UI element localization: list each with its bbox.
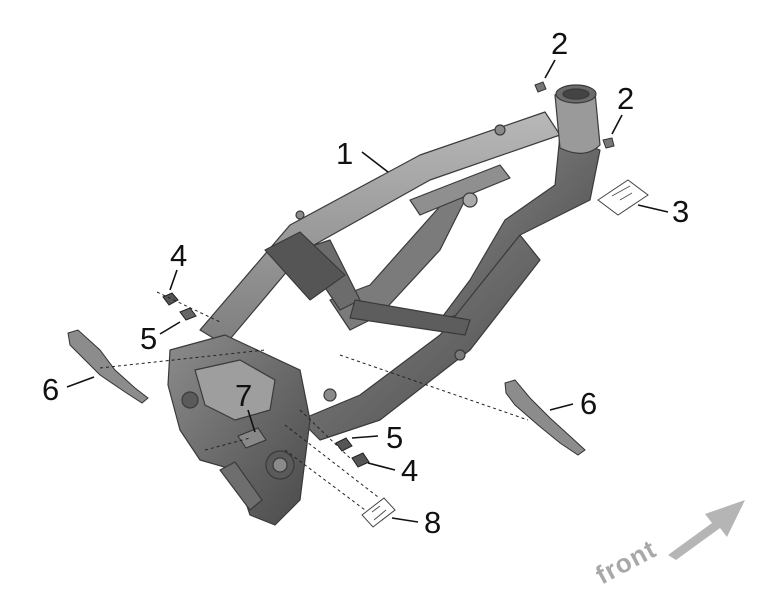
front-arrow [668, 500, 745, 560]
callout-4-lower: 4 [401, 453, 419, 488]
bracket-part-6-right [504, 379, 586, 456]
label-part-8 [361, 497, 396, 528]
bolt-part-2-top [534, 81, 547, 93]
callout-1: 1 [336, 136, 354, 171]
bracket-part-6-left [67, 329, 149, 404]
assembly-lines [99, 291, 529, 511]
callout-3: 3 [672, 194, 690, 229]
callout-6-left: 6 [42, 372, 60, 407]
callout-5-lower: 5 [386, 420, 404, 455]
clip-part-7 [237, 427, 267, 449]
washer-part-5-lower [335, 437, 353, 452]
callout-2-top: 2 [551, 26, 569, 61]
nut-part-4-lower [351, 452, 370, 468]
leader-lines [66, 59, 669, 523]
washer-part-5-upper [179, 307, 197, 321]
nut-part-4-upper [162, 292, 179, 306]
callout-8: 8 [424, 505, 442, 540]
callout-7: 7 [235, 378, 253, 413]
callout-5-upper: 5 [140, 321, 158, 356]
callout-4-upper: 4 [170, 238, 188, 273]
callout-6-right: 6 [580, 386, 598, 421]
main-frame [167, 84, 601, 526]
label-part-3 [597, 179, 649, 216]
callout-2-right: 2 [617, 81, 635, 116]
bolt-part-2-right [602, 137, 615, 149]
